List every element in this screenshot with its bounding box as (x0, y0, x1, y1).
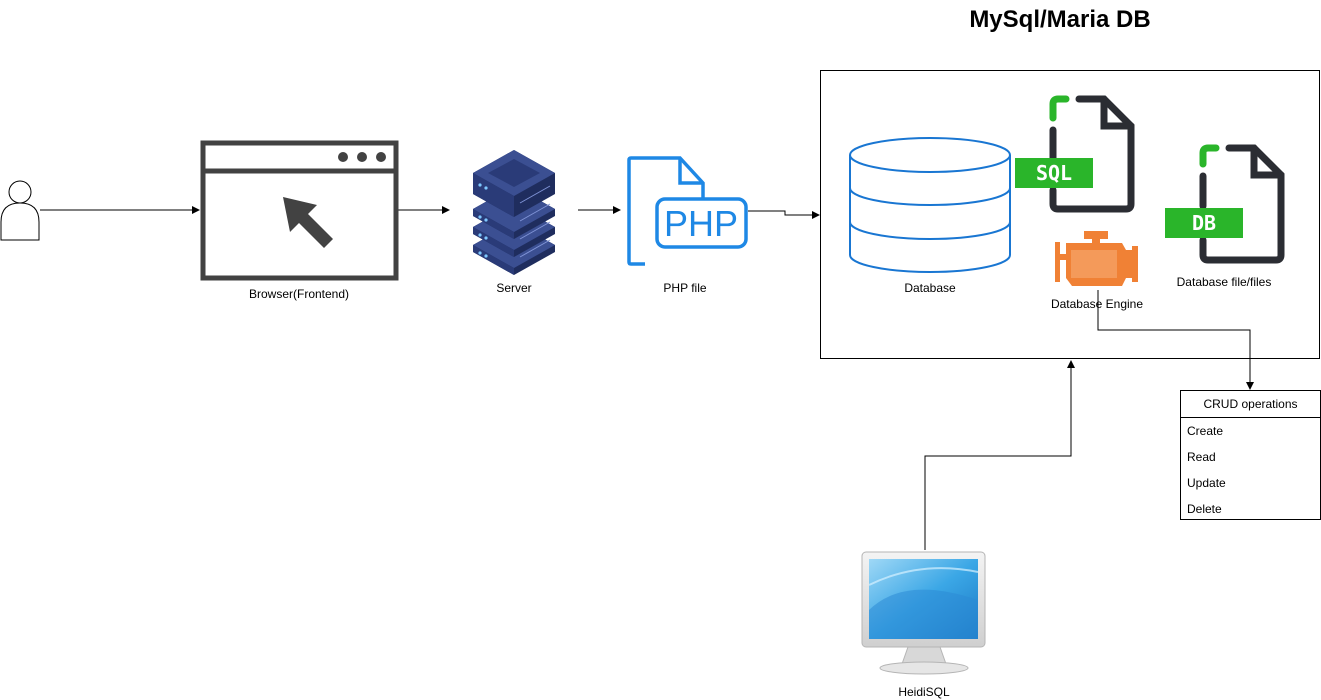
database-label: Database (904, 281, 956, 295)
browser-label: Browser(Frontend) (248, 287, 350, 301)
monitor-icon (861, 551, 986, 675)
heidisql-label: HeidiSQL (898, 685, 950, 699)
php-file-label: PHP file (663, 281, 707, 295)
crud-item-create: Create (1187, 424, 1224, 438)
server-label: Server (496, 281, 532, 295)
user-icon (0, 180, 40, 241)
connectors (40, 206, 1254, 550)
crud-header: CRUD operations (1181, 391, 1320, 418)
database-cylinder-icon (849, 137, 1011, 273)
sql-file-icon (1015, 95, 1135, 213)
database-engine-label: Database Engine (1050, 297, 1144, 311)
php-badge-text: PHP (664, 203, 738, 244)
edge-engine-crud (1097, 290, 1254, 390)
crud-item-read: Read (1187, 450, 1216, 464)
crud-item-update: Update (1187, 476, 1226, 490)
database-engine-icon (1055, 231, 1138, 286)
edge-php-database (748, 210, 820, 219)
php-file-icon (627, 156, 748, 266)
edge-heidisql-database (924, 360, 1075, 550)
db-badge-text: DB (1192, 211, 1216, 235)
sql-badge-text: SQL (1036, 161, 1072, 185)
crud-operations-list: CRUD operations Create Read Update Delet… (1180, 390, 1321, 520)
mysql-container-box (820, 70, 1320, 359)
crud-item-delete: Delete (1187, 502, 1222, 516)
database-files-label: Database file/files (1176, 275, 1272, 289)
db-file-icon (1165, 144, 1285, 264)
server-stack-icon (473, 150, 555, 275)
browser-window-icon (200, 140, 399, 281)
diagram-title: MySql/Maria DB (969, 6, 1151, 33)
